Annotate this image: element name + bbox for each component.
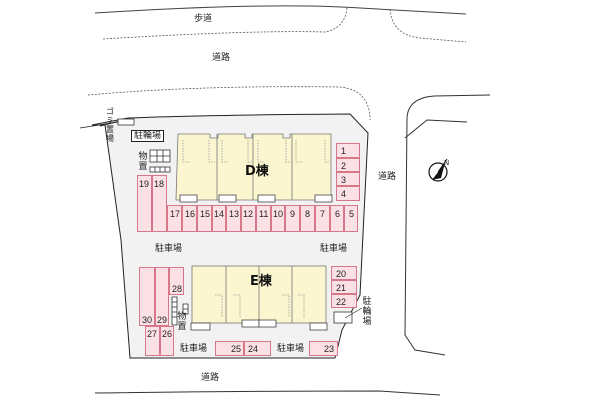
parking-space-17[interactable]: 17 bbox=[167, 205, 182, 232]
building-e-shape bbox=[190, 265, 328, 331]
parking-space-6[interactable]: 6 bbox=[330, 205, 344, 232]
parking-space-14[interactable]: 14 bbox=[212, 205, 226, 232]
parking-space-10[interactable]: 10 bbox=[271, 205, 285, 232]
parking-space-29[interactable]: 29 bbox=[155, 267, 169, 326]
parking-space-20[interactable]: 20 bbox=[331, 266, 357, 280]
storage-shed-bottom bbox=[171, 296, 189, 326]
building-d-label: D棟 bbox=[245, 164, 269, 179]
parking-lot-left-label: 駐車場 bbox=[155, 244, 183, 254]
parking-space-16[interactable]: 16 bbox=[182, 205, 197, 232]
parking-space-24[interactable]: 24 bbox=[244, 341, 271, 356]
parking-space-2[interactable]: 2 bbox=[336, 158, 360, 172]
building-d-shape bbox=[175, 133, 333, 203]
parking-space-12[interactable]: 12 bbox=[241, 205, 256, 232]
garbage-area-label: ゴミ置場 bbox=[106, 107, 114, 143]
parking-space-23[interactable]: 23 bbox=[309, 341, 338, 356]
north-compass-icon bbox=[428, 158, 448, 182]
garbage-box bbox=[117, 118, 135, 126]
road-bottom-label: 道路 bbox=[201, 373, 220, 383]
storage-bottom-label: 物置 bbox=[177, 312, 187, 332]
parking-space-3[interactable]: 3 bbox=[336, 172, 360, 186]
parking-lot-bottom-right-label: 駐車場 bbox=[277, 344, 305, 354]
sidewalk-label: 歩道 bbox=[194, 14, 213, 24]
parking-lot-right-label: 駐車場 bbox=[320, 244, 348, 254]
compass-north-label: N bbox=[444, 159, 450, 167]
storage-top-label: 物置 bbox=[138, 152, 148, 172]
bicycle-parking-right-label: 駐輪場 bbox=[362, 297, 372, 327]
parking-space-22[interactable]: 22 bbox=[331, 294, 357, 308]
bicycle-rack-right bbox=[333, 311, 353, 324]
parking-space-28[interactable]: 28 bbox=[169, 267, 184, 295]
parking-space-13[interactable]: 13 bbox=[226, 205, 241, 232]
parking-space-15[interactable]: 15 bbox=[197, 205, 212, 232]
parking-space-27[interactable]: 27 bbox=[145, 326, 160, 356]
parking-space-18[interactable]: 18 bbox=[152, 175, 167, 232]
building-e-label: E棟 bbox=[250, 274, 272, 289]
road-top-label: 道路 bbox=[212, 53, 231, 63]
parking-space-7[interactable]: 7 bbox=[315, 205, 330, 232]
parking-space-26[interactable]: 26 bbox=[160, 326, 174, 356]
storage-shed-top bbox=[149, 149, 171, 173]
parking-space-5[interactable]: 5 bbox=[344, 205, 358, 232]
parking-space-9[interactable]: 9 bbox=[285, 205, 300, 232]
parking-space-21[interactable]: 21 bbox=[331, 280, 357, 294]
road-right-label: 道路 bbox=[378, 172, 397, 182]
parking-lot-bottom-left-label: 駐車場 bbox=[180, 344, 208, 354]
bicycle-parking-top-label: 駐輪場 bbox=[131, 130, 165, 142]
parking-space-25[interactable]: 25 bbox=[215, 341, 244, 356]
parking-space-8[interactable]: 8 bbox=[300, 205, 315, 232]
parking-space-30[interactable]: 30 bbox=[139, 267, 155, 326]
parking-space-19[interactable]: 19 bbox=[137, 175, 152, 232]
parking-space-11[interactable]: 11 bbox=[256, 205, 271, 232]
parking-space-1[interactable]: 1 bbox=[336, 143, 360, 158]
parking-space-4[interactable]: 4 bbox=[336, 186, 360, 201]
